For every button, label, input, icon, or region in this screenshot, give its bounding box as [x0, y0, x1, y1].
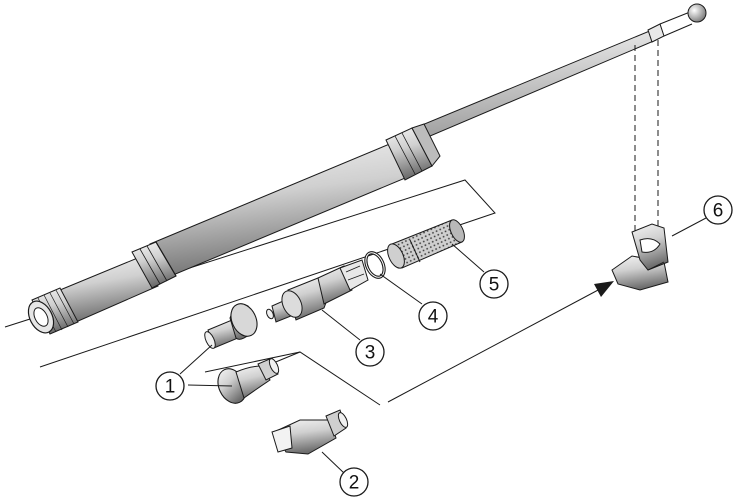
cone-nozzle-upper	[204, 303, 258, 349]
callout-4: 4	[418, 301, 448, 331]
wand-tip-ball	[687, 3, 707, 23]
bracket-upper	[4, 179, 496, 368]
wand-thin-rod	[409, 29, 657, 143]
storage-clip	[611, 223, 669, 291]
leader-lines	[179, 217, 707, 475]
clip-guide-lines	[634, 40, 659, 232]
callout-2: 2	[339, 467, 369, 497]
wand-mid-coupling	[385, 123, 441, 181]
cone-nozzle-lower	[217, 357, 280, 404]
callout-6-label: 6	[713, 201, 724, 222]
callout-2-label: 2	[349, 473, 360, 494]
callout-3-label: 3	[365, 343, 376, 364]
callout-5-label: 5	[489, 275, 500, 296]
callout-3: 3	[355, 337, 385, 367]
mounting-arrow	[387, 281, 614, 403]
filter-screen	[387, 219, 465, 269]
wand-lower-coupling	[131, 241, 177, 289]
callout-6: 6	[703, 195, 733, 225]
callout-5: 5	[479, 269, 509, 299]
o-ring	[364, 251, 386, 279]
nozzle-adapter	[266, 259, 369, 323]
callout-1-label: 1	[165, 377, 176, 398]
callout-1: 1	[155, 371, 185, 401]
telescopic-wand	[27, 3, 707, 335]
flat-nozzle	[271, 409, 349, 455]
bracket-part1-link	[204, 351, 301, 373]
callout-4-label: 4	[428, 307, 439, 328]
wand-end-nut	[27, 287, 79, 335]
